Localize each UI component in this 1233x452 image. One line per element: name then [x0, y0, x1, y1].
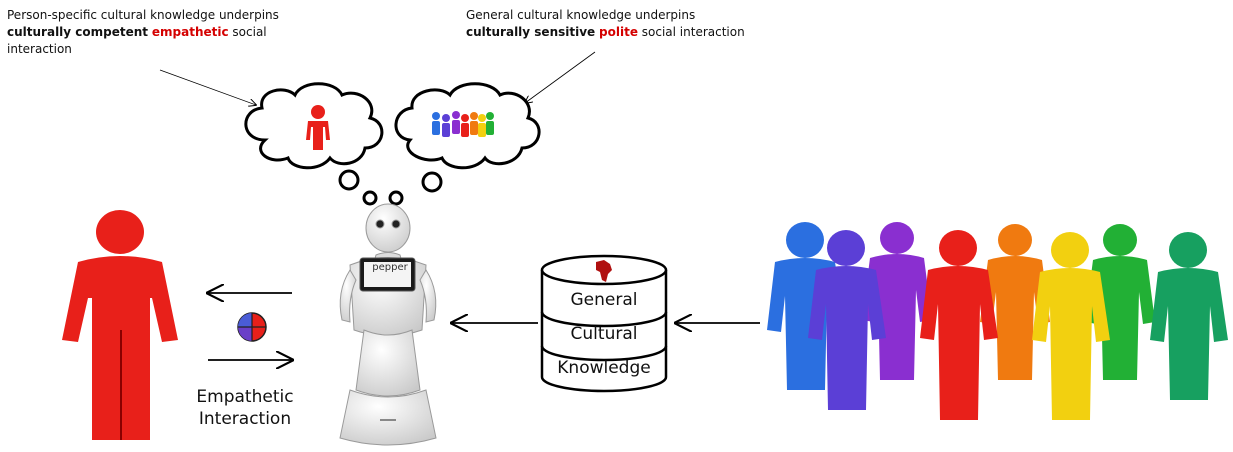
pepper-robot: [339, 203, 437, 446]
empathetic-label-line1: Empathetic: [196, 387, 294, 407]
caption-left-bold: culturally competent: [7, 25, 149, 39]
crowd-icon-small: [432, 111, 494, 137]
caption-right-line1: General cultural knowledge underpins: [466, 8, 696, 22]
person-icon-small: [306, 105, 330, 150]
caption-general: General cultural knowledge underpins cul…: [466, 7, 766, 41]
emotion-icon: [237, 312, 267, 342]
caption-left-line3: interaction: [7, 42, 72, 56]
database-label-general: General: [570, 290, 638, 310]
caption-left-line2: culturally competent empathetic social: [7, 24, 307, 41]
person-figure-red: [62, 210, 178, 440]
pointer-line-right: [525, 51, 596, 103]
africa-map-icon: [596, 260, 612, 282]
caption-right-bold: culturally sensitive: [466, 25, 596, 39]
caption-right-line2: culturally sensitive polite social inter…: [466, 24, 766, 41]
database-label-cultural: Cultural: [570, 324, 638, 344]
empathetic-label-line2: Interaction: [198, 409, 292, 429]
thought-cloud-right: [388, 82, 541, 206]
caption-left-highlight: empathetic: [151, 25, 229, 39]
database-label-knowledge: Knowledge: [557, 358, 651, 378]
empathetic-interaction-label: Empathetic Interaction: [180, 386, 310, 430]
caption-right-highlight: polite: [599, 25, 638, 39]
robot-screen-label: pepper: [372, 262, 408, 273]
caption-right-tail: social interaction: [641, 25, 745, 39]
pointer-line-left: [159, 69, 256, 105]
crowd-figures: [767, 222, 1228, 420]
caption-left-line1: Person-specific cultural knowledge under…: [7, 8, 279, 22]
caption-person-specific: Person-specific cultural knowledge under…: [7, 7, 307, 58]
caption-left-tail: social: [232, 25, 267, 39]
